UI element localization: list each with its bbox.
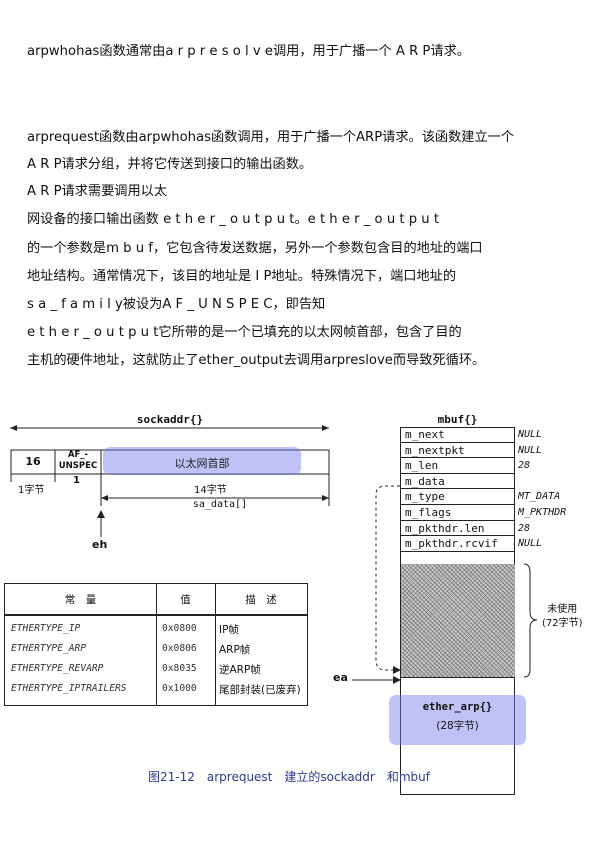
mbuf-field-m-pkthdr-len: m_pkthdr.len	[401, 521, 515, 537]
sockaddr-size-data: 14字节	[194, 485, 227, 496]
table-row-1-description: IP帧	[219, 624, 239, 636]
paragraph-line-6: 的一个参数是m b u f，它包含待发送数据，另外一个参数包含目的地址的端口	[27, 241, 483, 256]
mbuf-value-m-next: NULL	[518, 429, 543, 440]
mbuf-unused-label: 未使用 (72字节)	[542, 604, 583, 629]
mbuf-title: mbuf{}	[437, 413, 478, 426]
sockaddr-data-label: sa_data[]	[192, 499, 248, 510]
mbuf-field-m-nextpkt: m_nextpkt	[401, 443, 515, 459]
paragraph-line-9: e t h e r _ o u t p u t它所带的是一个已填充的以太网帧首部…	[27, 325, 462, 340]
table-header-value: 值	[180, 594, 191, 606]
table-row-4-description: 尾部封装(已废弃)	[219, 684, 301, 696]
table-row-3-description: 逆ARP帧	[219, 664, 261, 676]
mbuf-value-m-pkthdr-len: 28	[518, 522, 531, 534]
paragraph-line-4: A R P请求需要调用以太	[27, 184, 168, 199]
paragraph-line-5: 网设备的接口输出函数 e t h e r _ o u t p u t。e t h…	[27, 212, 440, 227]
mbuf-value-m-pkthdr-rcvif: NULL	[518, 538, 543, 550]
table-header-description: 描 述	[245, 594, 277, 606]
sockaddr-field-data: 以太网首部	[174, 457, 230, 470]
table-row-3-constant: ETHERTYPE_REVARP	[11, 663, 104, 674]
table-row-2-description: ARP帧	[219, 644, 251, 656]
paragraph-line-10: 主机的硬件地址，这就防止了ether_output去调用arpreslove而导…	[27, 353, 486, 368]
ea-pointer-label: ea	[333, 671, 348, 684]
paragraph-line-3: A R P请求分组，并将它传送到接口的输出函数。	[27, 157, 313, 172]
table-row-2-constant: ETHERTYPE_ARP	[11, 643, 87, 654]
eh-pointer-label: eh	[92, 538, 108, 551]
mbuf-field-m-type: m_type	[401, 489, 515, 505]
ether-arp-label: ether_arp{}	[422, 701, 493, 713]
figure-caption: 图21-12 arprequest 建立的sockaddr 和mbuf	[148, 770, 430, 784]
mbuf-value-m-len: 28	[518, 460, 531, 472]
paragraph-line-8: s a _ f a m i l y被设为A F _ U N S P E C，即告…	[27, 297, 326, 312]
mbuf-field-m-pkthdr-rcvif: m_pkthdr.rcvif	[401, 536, 515, 552]
mbuf-field-m-flags: m_flags	[401, 505, 515, 521]
table-row-4-constant: ETHERTYPE_IPTRAILERS	[11, 683, 127, 694]
mbuf-field-m-next: m_next	[401, 427, 515, 443]
sockaddr-size-family: 1	[73, 475, 80, 486]
table-row-4-value: 0x1000	[162, 683, 197, 694]
ether-arp-size: (28字节)	[436, 720, 479, 732]
mbuf-value-m-flags: M_PKTHDR	[518, 507, 567, 518]
ether-arp-highlight	[389, 695, 526, 745]
mbuf-field-m-data: m_data	[401, 474, 515, 490]
sockaddr-data-highlight	[103, 447, 301, 475]
mbuf-unused-area	[401, 564, 515, 678]
table-row-3-value: 0x8035	[162, 663, 197, 674]
table-row-2-value: 0x0806	[162, 643, 197, 654]
paragraph-line-2: arprequest函数由arpwhohas函数调用，用于广播一个ARP请求。该…	[27, 130, 515, 145]
paragraph-line-1: arpwhohas函数通常由a r p r e s o l v e调用，用于广播…	[27, 44, 470, 59]
sockaddr-field-family: AF_- UNSPEC	[58, 450, 98, 471]
sockaddr-title: sockaddr{}	[120, 413, 220, 426]
ethertype-table: 常 量 值 描 述 ETHERTYPE_IP 0x0800 IP帧 ETHERT…	[4, 583, 308, 706]
table-row-1-constant: ETHERTYPE_IP	[11, 623, 81, 634]
paragraph-line-7: 地址结构。通常情况下，该目的地址是 I P地址。特殊情况下，端口地址的	[27, 269, 457, 284]
table-row-1-value: 0x0800	[162, 623, 197, 634]
mbuf-value-m-type: MT_DATA	[518, 491, 561, 503]
sockaddr-field-len: 16	[25, 455, 41, 468]
mbuf-field-m-len: m_len	[401, 458, 515, 474]
sockaddr-size-len: 1字节	[18, 485, 45, 496]
mbuf-value-m-nextpkt: NULL	[518, 444, 543, 456]
table-header-constant: 常 量	[64, 594, 97, 606]
